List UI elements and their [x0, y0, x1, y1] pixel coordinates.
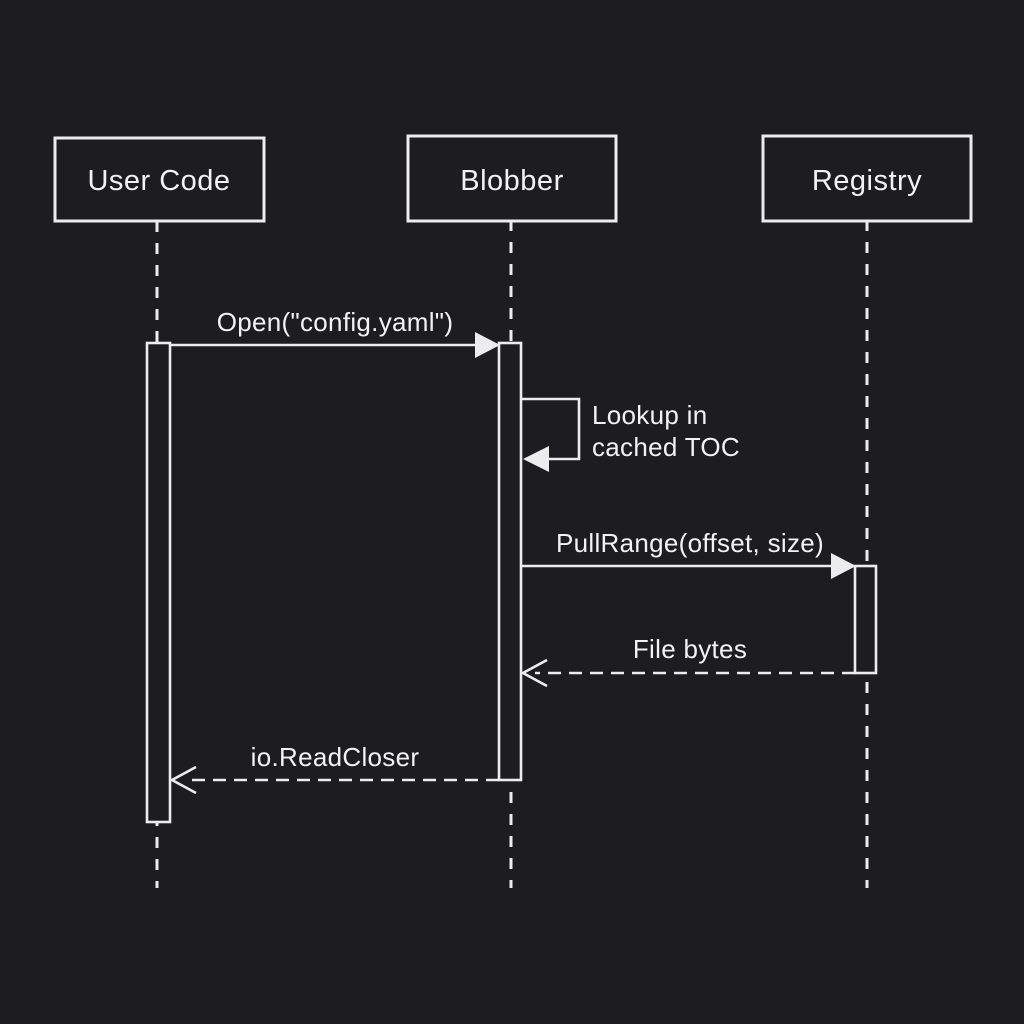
message-pullrange-arrowhead-icon: [831, 553, 856, 579]
actor-label-user-code: User Code: [87, 165, 230, 197]
actor-box-registry: [761, 134, 973, 223]
message-readcloser-label: io.ReadCloser: [251, 742, 420, 772]
message-lookup-label-line2: cached TOC: [592, 432, 740, 462]
activation-bar-user-code: [145, 341, 172, 824]
activation-bar-blobber: [497, 341, 523, 782]
activation-bar-registry: [853, 564, 878, 675]
message-filebytes: File bytes: [520, 634, 855, 688]
actor-user-code: User Code: [53, 136, 266, 223]
message-filebytes-arrowhead-icon: [520, 658, 548, 688]
message-open-arrowhead-icon: [475, 332, 500, 358]
message-open: Open("config.yaml"): [170, 307, 500, 358]
actor-box-blobber: [406, 134, 618, 223]
message-readcloser-arrowhead-icon: [169, 765, 197, 795]
message-lookup-self: Lookup in cached TOC: [521, 397, 740, 472]
message-filebytes-label: File bytes: [633, 634, 747, 664]
actor-registry: Registry: [761, 134, 973, 223]
actor-box-user-code: [53, 136, 266, 223]
message-readcloser: io.ReadCloser: [169, 742, 499, 795]
message-pullrange-label: PullRange(offset, size): [556, 528, 824, 558]
message-lookup-loop-line: [521, 397, 581, 461]
message-pullrange: PullRange(offset, size): [521, 528, 856, 579]
message-lookup-arrowhead-icon: [523, 446, 549, 472]
message-lookup-label-line1: Lookup in: [592, 400, 707, 430]
message-open-label: Open("config.yaml"): [217, 307, 454, 337]
actor-blobber: Blobber: [406, 134, 618, 223]
actor-label-blobber: Blobber: [460, 165, 563, 197]
actor-label-registry: Registry: [812, 165, 922, 197]
